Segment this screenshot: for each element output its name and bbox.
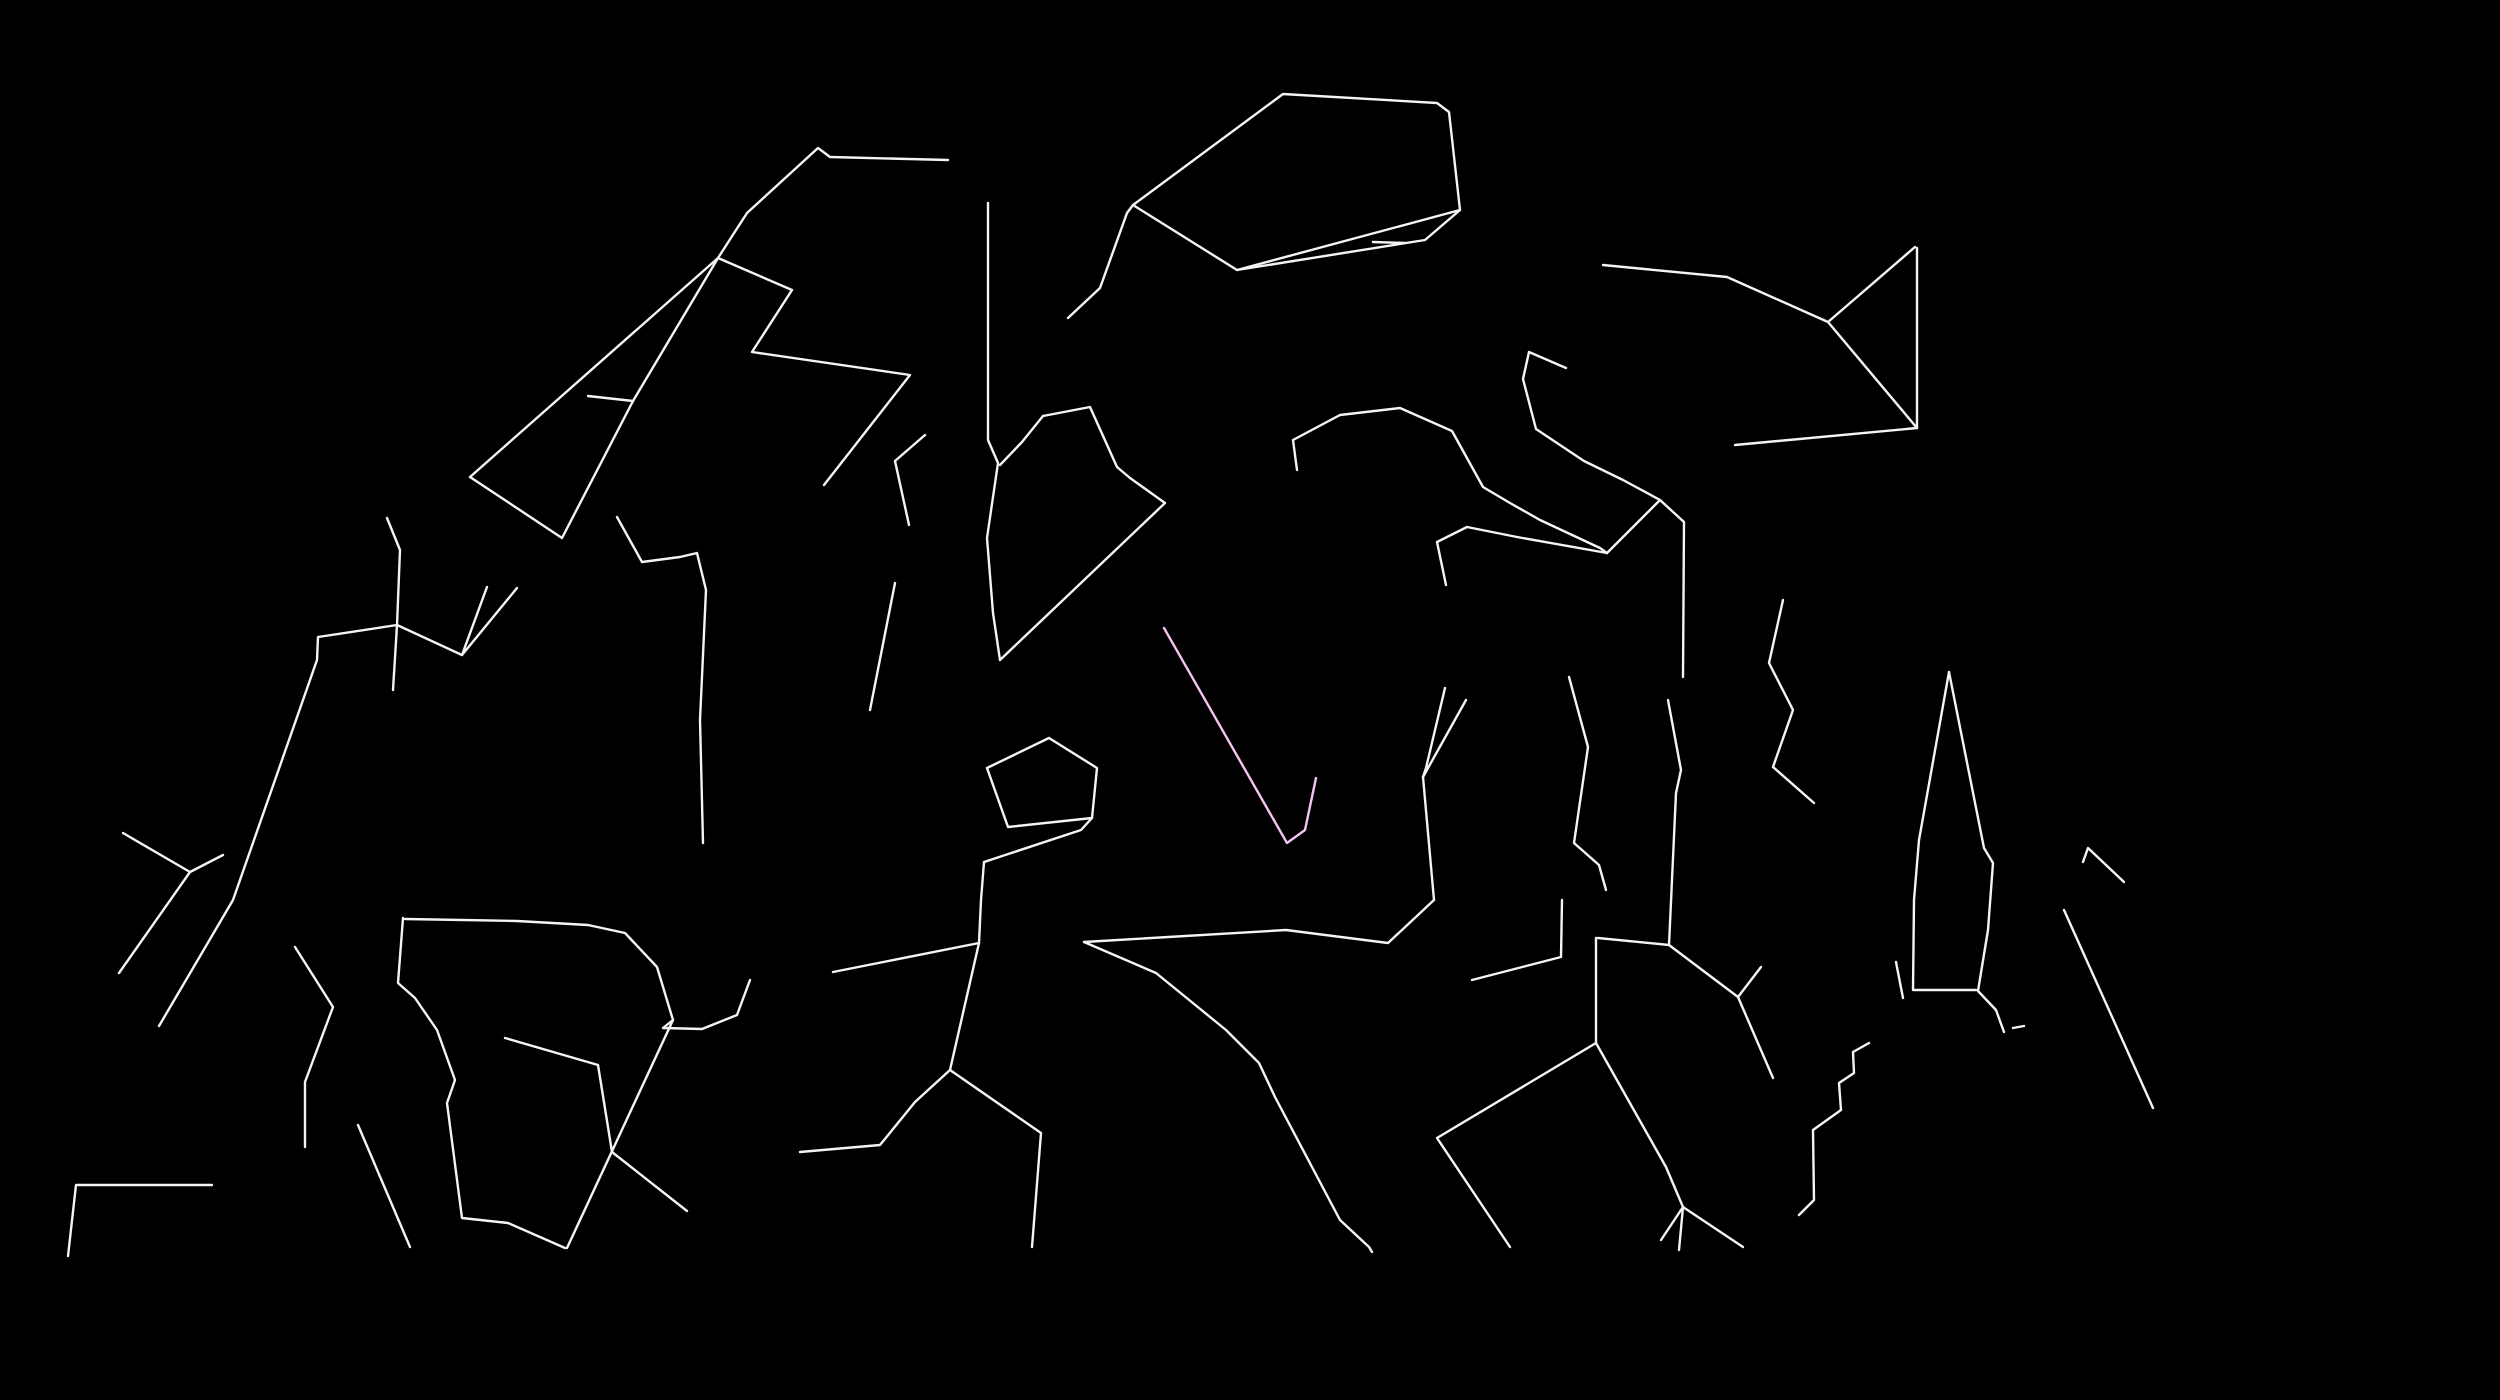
- segment-kite-outline: [998, 405, 1167, 662]
- segment-birdfoot-toe1: [1681, 1205, 1745, 1249]
- segment-sliver-triangle: [1421, 686, 1468, 779]
- segment-dog-jaw: [1605, 498, 1662, 555]
- segment-blob-top-curve: [403, 917, 752, 1031]
- segment-vee-under-stairs: [1435, 1041, 1598, 1249]
- segment-swoosh-curve: [1082, 940, 1374, 1254]
- segment-tall-a-spur: [1894, 960, 1905, 1000]
- segment-hexagon-inner-diagonal: [1235, 208, 1462, 272]
- segment-peak-chain: [631, 146, 950, 403]
- segment-pentagon-blob-tail: [798, 816, 1094, 1154]
- segment-left-edge-line: [1666, 698, 1683, 947]
- segment-zigzag-wavy-vertical: [615, 515, 708, 845]
- segment-star-branch-left: [157, 623, 399, 1028]
- segment-dog-ear: [1435, 525, 1609, 587]
- segment-short-hook: [1470, 898, 1564, 982]
- segment-tail-branch: [948, 1068, 1043, 1249]
- segment-dog-wave: [1291, 406, 1609, 555]
- segment-long-right-diagonal: [2062, 908, 2155, 1110]
- segment-sliver-extension: [1421, 775, 1436, 902]
- segment-right-branch-up: [1736, 965, 1763, 999]
- segment-kite-side-stub: [893, 433, 927, 527]
- segment-star-branch-right2: [460, 586, 519, 657]
- segment-tall-a-right-leg: [1947, 670, 1995, 993]
- segment-fish-top-edge: [1826, 245, 1917, 324]
- segment-fish-tail: [1733, 426, 1919, 447]
- segment-swoosh-top: [1082, 898, 1436, 945]
- segment-pentagon-blob: [985, 736, 1099, 829]
- segment-peak-branch-long: [468, 256, 720, 479]
- segment-stair-diagonal: [503, 1036, 689, 1213]
- segment-hexagon-inner-stub: [1371, 240, 1407, 245]
- segment-staircase: [1797, 1041, 1871, 1217]
- segment-lightning-zigzag: [1767, 598, 1816, 805]
- segment-corner-horizontal: [66, 1183, 214, 1258]
- segment-vee-chain: [716, 256, 912, 487]
- segment-curve-c1-stub: [1527, 350, 1568, 370]
- segment-tall-a-stub: [2011, 1024, 2026, 1030]
- segment-fish-nose: [1601, 263, 1830, 324]
- segment-blob-diagonal: [565, 1018, 675, 1250]
- segment-blob-left-outline: [396, 916, 567, 1250]
- segment-lambda-small: [2081, 846, 2126, 884]
- segment-hexagon-descender: [1066, 203, 1135, 320]
- segment-star-branch-right: [395, 585, 489, 657]
- segment-left-line: [293, 945, 335, 1149]
- segment-star-branch-down: [391, 623, 399, 692]
- segment-kite-left-edge: [998, 414, 1045, 467]
- segment-curve-c1: [1521, 350, 1686, 679]
- segment-birdfoot-toe3: [1659, 1205, 1685, 1242]
- segment-y-arm-left: [121, 831, 192, 874]
- segment-y-descender: [117, 870, 192, 975]
- segment-short-diagonal: [356, 1123, 412, 1249]
- segment-birdfoot-toe2: [1677, 1205, 1685, 1252]
- segment-triangle-flag: [468, 399, 635, 540]
- segment-wavy-right-vertical: [1567, 675, 1608, 892]
- polyline-group: [66, 92, 2155, 1258]
- segment-right-branch-down: [1736, 995, 1775, 1080]
- segment-birdfoot-main: [1594, 1041, 1685, 1209]
- segment-right-horizontal: [1596, 936, 1740, 999]
- segment-hexagon-stone: [1131, 92, 1462, 272]
- segment-pink-checkmark: [1162, 626, 1318, 845]
- segment-star-vertical: [385, 516, 402, 627]
- segment-tall-a-foot: [1976, 989, 2006, 1034]
- segment-tall-a-left-leg: [1911, 670, 1978, 992]
- segment-kite-left-diagonal: [868, 581, 897, 712]
- segment-tail-cross-diagonal: [831, 941, 981, 974]
- segment-junction-stub: [586, 394, 635, 403]
- segment-y-arm-right: [188, 853, 225, 874]
- segment-kite-vertical: [985, 201, 1002, 662]
- segment-fish-diagonal: [1826, 320, 1919, 430]
